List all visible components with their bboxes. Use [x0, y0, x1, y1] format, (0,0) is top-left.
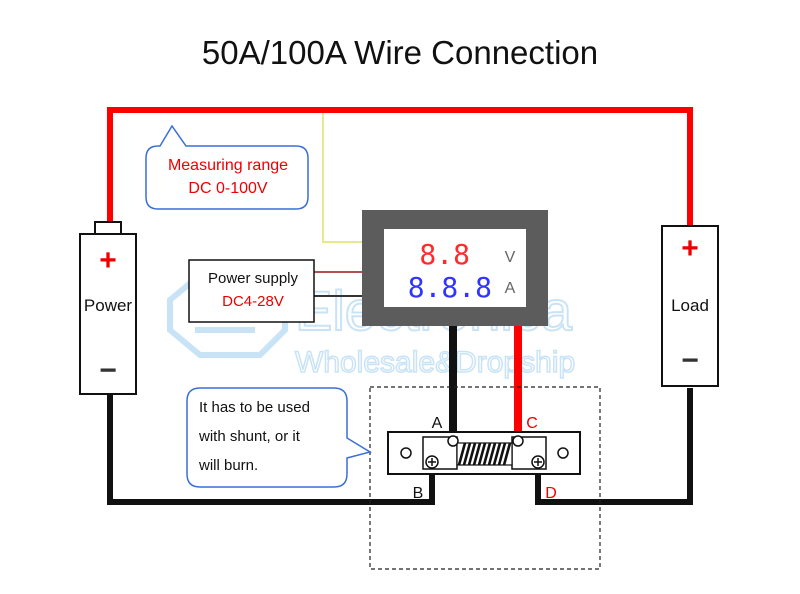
- meter-amps-display: 8.8.8: [408, 271, 492, 304]
- meter-volts-unit: V: [505, 249, 516, 266]
- diagram-title: 50A/100A Wire Connection: [202, 34, 598, 71]
- watermark-tagline: Wholesale&Dropship: [295, 346, 575, 379]
- power-minus-sign: −: [99, 354, 117, 387]
- shunt-resistor-element: [456, 442, 513, 466]
- callout-range-line1: Measuring range: [168, 157, 288, 174]
- psu-body: [188, 259, 315, 323]
- psu-label: Power supply: [208, 270, 299, 287]
- callout-shunt-line1: It has to be used: [199, 399, 310, 416]
- meter-amps-unit: A: [505, 280, 516, 297]
- terminal-label-b: B: [413, 485, 424, 502]
- screw-b-icon: [425, 455, 439, 469]
- power-battery: + Power −: [79, 221, 137, 395]
- power-label: Power: [84, 296, 133, 315]
- callout-shunt-line2: with shunt, or it: [198, 428, 301, 445]
- meter-volts-display: 8.8: [419, 238, 470, 271]
- load-box: + Load −: [661, 225, 719, 387]
- power-supply-box: Power supply DC4-28V: [188, 259, 315, 323]
- black-wire-d-to-load: [535, 388, 693, 505]
- meter-face: [384, 229, 526, 307]
- terminal-label-a: A: [432, 415, 443, 432]
- screw-a-icon: [447, 435, 459, 447]
- load-label: Load: [671, 296, 709, 315]
- shunt-warning-callout: It has to be used with shunt, or it will…: [186, 387, 372, 488]
- shunt-dashed-frame: [369, 386, 601, 570]
- yellow-wire: [322, 113, 362, 243]
- panel-meter: 8.8 V 8.8.8 A: [362, 210, 548, 326]
- load-body: [661, 225, 719, 387]
- shunt-mount-hole-left: [400, 447, 412, 459]
- shunt: [387, 431, 581, 475]
- battery-body: [79, 233, 137, 395]
- terminal-label-c: C: [526, 415, 538, 432]
- power-plus-sign: +: [99, 244, 117, 277]
- red-wire-top: [107, 107, 693, 228]
- callout-bubble: [145, 124, 309, 210]
- terminal-label-d: D: [545, 485, 557, 502]
- screw-c-icon: [512, 435, 524, 447]
- load-minus-sign: −: [681, 344, 699, 377]
- measuring-range-callout: Measuring range DC 0-100V: [145, 124, 309, 210]
- psu-voltage: DC4-28V: [222, 293, 284, 310]
- load-plus-sign: +: [681, 232, 699, 265]
- callout-shunt-line3: will burn.: [198, 457, 258, 474]
- screw-d-icon: [531, 455, 545, 469]
- black-wire-power-to-b: [107, 392, 435, 505]
- shunt-mount-hole-right: [557, 447, 569, 459]
- callout-bubble: [186, 387, 372, 488]
- callout-range-line2: DC 0-100V: [188, 180, 267, 197]
